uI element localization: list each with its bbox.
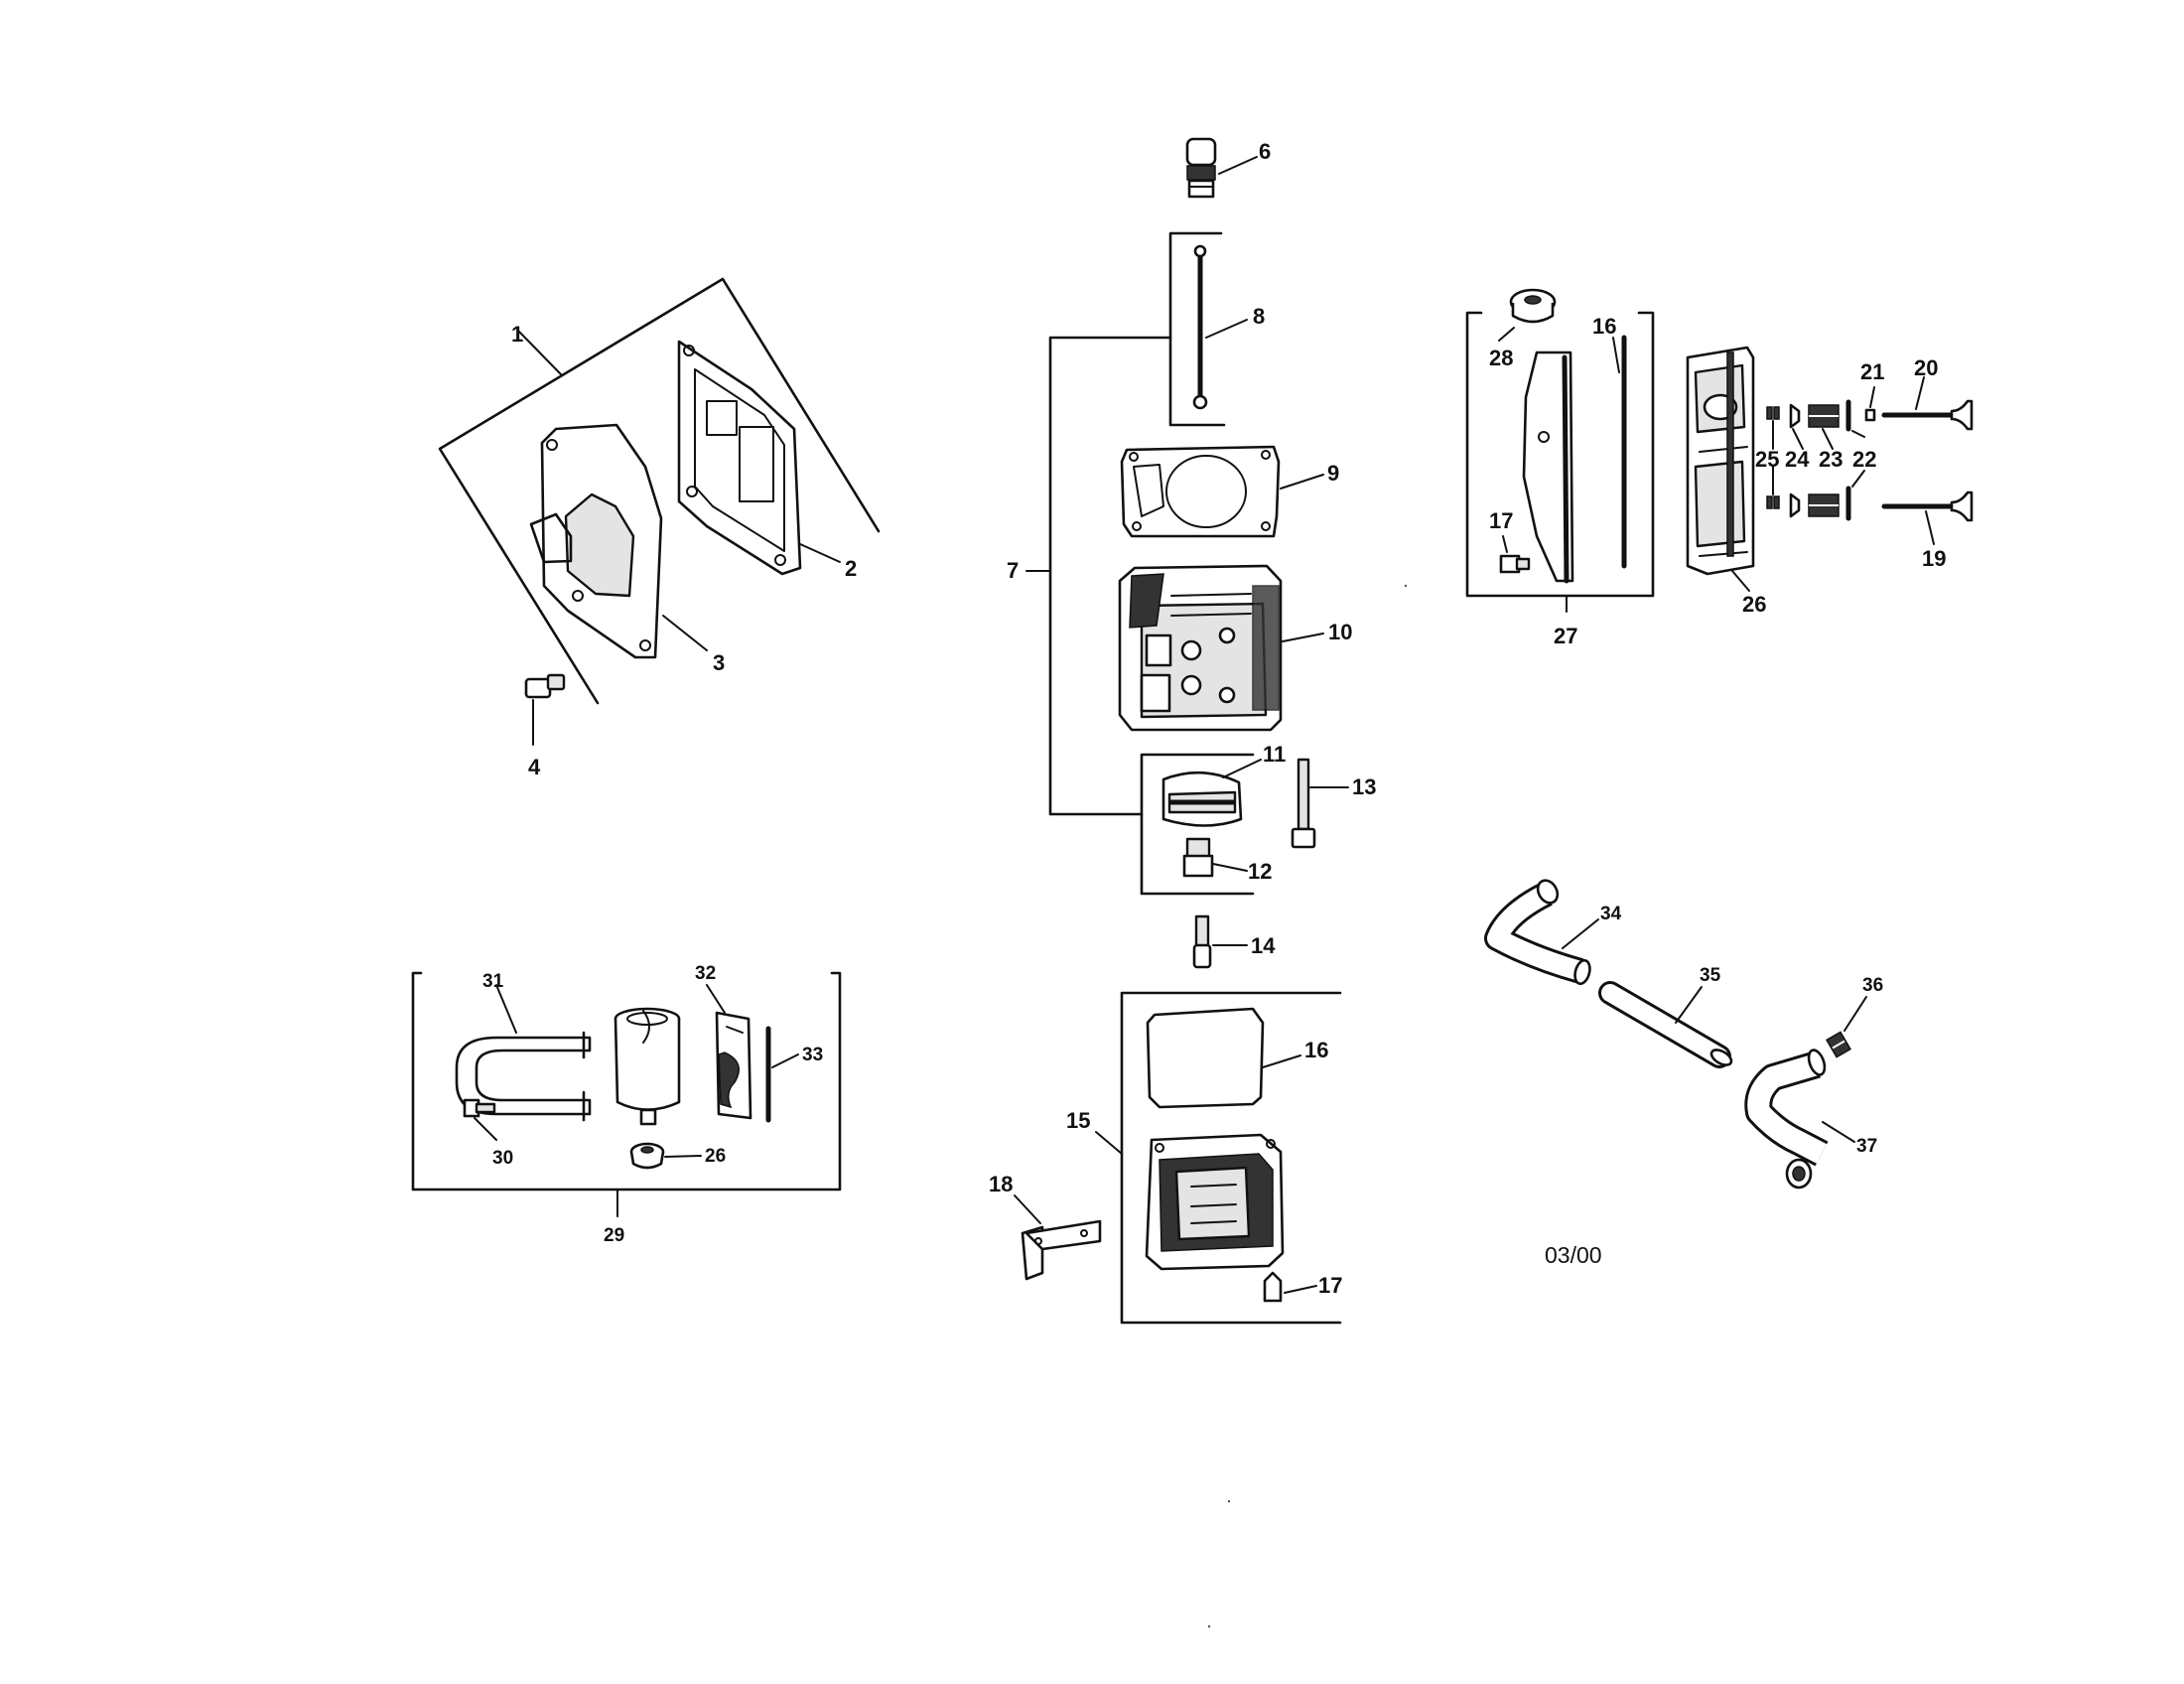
label-part-1: 1 [511, 322, 523, 347]
speck [1404, 584, 1408, 588]
label-part-37: 37 [1856, 1136, 1877, 1157]
speck [1207, 1624, 1211, 1628]
label-part-25: 25 [1755, 447, 1779, 472]
label-part-26: 26 [1742, 592, 1766, 617]
label-part-11: 11 [1263, 742, 1286, 767]
rocker-pivot-part-12 [1182, 837, 1214, 878]
label-part-32: 32 [695, 963, 716, 984]
filter-kit-assembly: 31 32 33 30 26 29 [411, 963, 842, 1246]
cover-plate-part-3 [529, 423, 663, 659]
bracket-part-27 [1465, 311, 1655, 598]
bracket-part-18 [1021, 1219, 1102, 1281]
speck [1227, 1499, 1231, 1503]
label-part-27: 27 [1554, 624, 1577, 648]
label-part-20: 20 [1914, 355, 1938, 380]
label-part-8: 8 [1253, 304, 1265, 329]
rocker-arm-part-11 [1161, 771, 1243, 827]
label-part-23: 23 [1819, 447, 1843, 472]
label-part-15: 15 [1066, 1108, 1090, 1133]
hose-part-37 [1744, 1049, 1829, 1190]
date-code: 03/00 [1545, 1242, 1602, 1268]
label-part-30: 30 [492, 1148, 513, 1169]
valve-cover-assembly: 1 2 3 4 [438, 277, 881, 779]
head-side-part-26 [1686, 346, 1755, 576]
stud-part-14 [1192, 914, 1212, 969]
label-part-34: 34 [1600, 904, 1622, 924]
bracket-part-7 [1048, 336, 1172, 816]
bracket-part-1 [438, 277, 881, 705]
bracket-pushrod [1168, 231, 1226, 427]
filter-canister [614, 1007, 681, 1126]
clamp-part-32 [715, 1011, 752, 1120]
gasket-part-16-side [1522, 335, 1627, 584]
bracket-part-15 [1120, 991, 1342, 1325]
grommet-part-26 [629, 1142, 665, 1170]
label-part-16: 16 [1592, 314, 1616, 339]
pushrod-part-8 [1192, 244, 1208, 410]
valve-train-assembly: 28 16 17 27 26 25 24 23 22 21 20 19 [1465, 288, 1974, 648]
cylinder-head-part-10 [1118, 564, 1283, 732]
label-part-24: 24 [1785, 447, 1810, 472]
label-part-26-kit: 26 [705, 1146, 726, 1167]
gasket-part-2 [677, 340, 802, 576]
breather-part-17 [1263, 1271, 1283, 1303]
grommet-part-28 [1509, 288, 1557, 324]
spark-plug-part-6 [1185, 137, 1217, 199]
valve-spring-upper [1808, 404, 1840, 428]
bracket-part-29 [411, 971, 842, 1192]
label-part-35: 35 [1700, 965, 1721, 986]
head-gasket-part-9 [1120, 445, 1281, 538]
label-part-28: 28 [1489, 346, 1513, 370]
label-part-3: 3 [713, 650, 725, 675]
valve-spring-lower [1808, 493, 1840, 517]
label-part-19: 19 [1922, 546, 1946, 571]
label-part-17: 17 [1489, 508, 1513, 533]
clamp-part-36 [1826, 1031, 1851, 1058]
screw-part-30 [463, 1098, 496, 1118]
label-part-6: 6 [1259, 139, 1271, 164]
label-part-2: 2 [845, 556, 857, 581]
bracket-rocker [1140, 753, 1255, 896]
label-part-13: 13 [1352, 774, 1376, 799]
label-part-7: 7 [1007, 558, 1019, 583]
label-part-16: 16 [1304, 1038, 1328, 1062]
label-part-4: 4 [528, 755, 541, 779]
cylinder-head-stack: 6 8 7 9 10 11 12 13 14 [1007, 137, 1376, 969]
label-part-36: 36 [1862, 975, 1883, 996]
valve-hardware-upper [1766, 399, 1876, 432]
exhaust-valve-part-20 [1881, 399, 1974, 431]
hose-part-34 [1484, 879, 1591, 986]
hose-assembly: 34 35 36 37 [1484, 879, 1883, 1190]
label-part-9: 9 [1327, 461, 1339, 486]
label-part-22: 22 [1852, 447, 1876, 472]
intake-valve-part-19 [1881, 491, 1974, 522]
label-part-10: 10 [1328, 620, 1352, 644]
label-part-14: 14 [1251, 933, 1276, 958]
valve-cover-part-15 [1145, 1133, 1285, 1271]
bolt-part-4 [524, 673, 566, 699]
valve-cover-lower-assembly: 15 16 18 17 [989, 991, 1342, 1325]
label-part-29: 29 [604, 1225, 624, 1246]
label-part-21: 21 [1860, 359, 1884, 384]
label-part-18: 18 [989, 1172, 1013, 1196]
head-bolt-part-13 [1291, 758, 1316, 849]
valve-hardware-lower [1766, 486, 1851, 521]
label-part-33: 33 [802, 1045, 823, 1065]
label-part-31: 31 [482, 971, 504, 992]
label-part-12: 12 [1248, 859, 1272, 884]
screw-part-17 [1499, 554, 1531, 574]
hose-part-35 [1598, 981, 1733, 1068]
label-part-17: 17 [1318, 1273, 1342, 1298]
cover-gasket-part-16 [1146, 1007, 1265, 1109]
